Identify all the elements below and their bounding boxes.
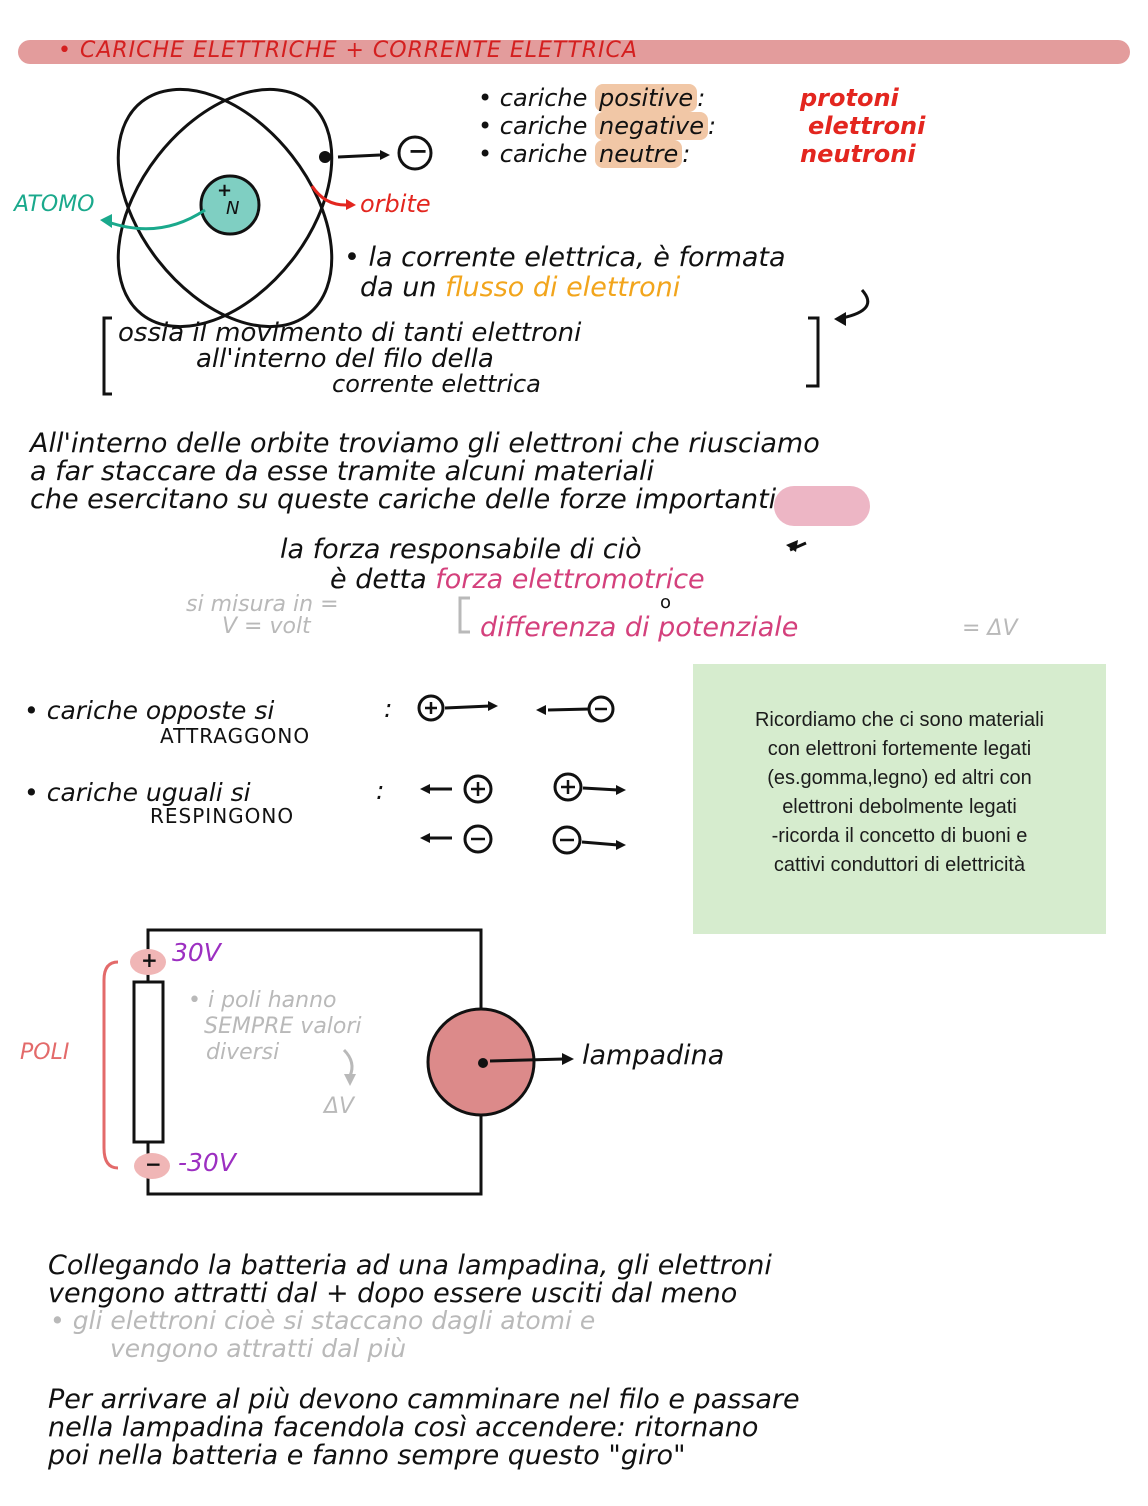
bullet: •	[478, 140, 493, 168]
electron-circle	[397, 135, 433, 171]
particle-electrons: elettroni	[808, 112, 926, 140]
atom-orbit-1	[116, 87, 334, 329]
electron-dot	[319, 151, 331, 163]
note-box-text: Ricordiamo che ci sono materiali con ele…	[693, 706, 1106, 880]
charge-kind: positive	[595, 84, 698, 112]
paragraph1-line-3: che esercitano su queste cariche delle f…	[30, 484, 777, 515]
equal-line-1: • cariche uguali si	[24, 778, 251, 807]
current-line-1: • la corrente elettrica, è formata	[344, 242, 786, 273]
charge-word: cariche	[499, 112, 588, 140]
note-line: Ricordiamo che ci sono materiali	[754, 709, 1044, 731]
battery-minus: −	[145, 1152, 162, 1176]
force-line-1: la forza responsabile di ciò	[280, 534, 642, 565]
orbit-label: orbite	[360, 190, 431, 218]
paragraph3-line-2: nella lampadina facendola così accendere…	[48, 1412, 759, 1443]
potential-difference: differenza di potenziale	[480, 612, 799, 643]
poles-note-1: • i poli hanno	[188, 988, 337, 1013]
paragraph2-grey-line-2: vengono attratti dal più	[110, 1334, 407, 1363]
circuit-diagram	[102, 928, 574, 1196]
colon: :	[708, 112, 717, 140]
paragraph2-line-1: Collegando la batteria ad una lampadina,…	[48, 1250, 772, 1281]
current-flow-highlight: flusso di elettroni	[445, 272, 681, 303]
opposite-colon: :	[384, 694, 393, 723]
repel-diagram	[420, 772, 626, 855]
attract-diagram	[417, 694, 615, 723]
poles-label: POLI	[20, 1040, 70, 1065]
charge-negative-row: • cariche negative:	[478, 112, 716, 140]
electron-sign: −	[408, 137, 429, 165]
note-line: con elettroni fortemente legati	[767, 738, 1032, 760]
note-box	[693, 664, 1106, 934]
top-voltage: 30V	[172, 938, 221, 967]
paragraph2-grey-line-1: • gli elettroni cioè si staccano dagli a…	[50, 1306, 596, 1335]
current-line-2: da un flusso di elettroni	[360, 272, 680, 303]
colon: :	[682, 140, 691, 168]
current-line-2-start: da un	[360, 272, 437, 303]
force-line-2: è detta forza elettromotrice	[330, 564, 705, 595]
forze-highlight	[774, 486, 870, 526]
equal-line-2: RESPINGONO	[150, 804, 295, 828]
battery-plus: +	[141, 948, 158, 972]
bullet: •	[478, 84, 493, 112]
equal-colon: :	[376, 776, 385, 805]
bullet: •	[478, 112, 493, 140]
charge-kind: negative	[595, 112, 709, 140]
colon: :	[697, 84, 706, 112]
note-line: cattivi conduttori di elettricità	[773, 854, 1026, 876]
paragraph2-line-2: vengono attratti dal + dopo essere uscit…	[48, 1278, 738, 1309]
atom-label: ATOMO	[14, 192, 95, 217]
delta-v-label: = ΔV	[962, 616, 1018, 641]
poles-note-2: SEMPRE valori	[204, 1014, 362, 1039]
force-line-2-start: è detta	[330, 564, 427, 595]
nucleus-plus: +	[217, 180, 233, 201]
note-line: (es.gomma,legno) ed altri con	[767, 767, 1032, 789]
bulb-label: lampadina	[582, 1040, 725, 1071]
paragraph1-line-2: a far staccare da esse tramite alcuni ma…	[30, 456, 655, 487]
page-title: • CARICHE ELETTRICHE + CORRENTE ELETTRIC…	[58, 38, 638, 63]
measure-line-1: si misura in =	[186, 592, 339, 617]
or-mark: o	[660, 592, 672, 613]
title-highlight-bar	[18, 40, 1130, 64]
bracket-line-2: all'interno del filo della	[196, 344, 494, 374]
paragraph1-line-1: All'interno delle orbite troviamo gli el…	[30, 428, 820, 459]
particle-protons: protoni	[800, 84, 899, 112]
atom-nucleus	[199, 174, 261, 236]
measure-line-2: V = volt	[222, 614, 311, 639]
note-line: elettroni debolmente legati	[782, 796, 1017, 818]
bracket-line-3: corrente elettrica	[332, 370, 541, 398]
charge-positive-row: • cariche positive:	[478, 84, 705, 112]
charge-word: cariche	[499, 84, 588, 112]
paragraph3-line-3: poi nella batteria e fanno sempre questo…	[48, 1440, 686, 1471]
charge-neutral-row: • cariche neutre:	[478, 140, 690, 168]
note-line: -ricorda il concetto di buoni e	[771, 825, 1028, 847]
opposite-line-1: • cariche opposte si	[24, 696, 275, 725]
poles-note-3: diversi	[206, 1040, 280, 1065]
charge-kind: neutre	[595, 140, 683, 168]
particle-neutrons: neutroni	[800, 140, 916, 168]
bracket-line-1: ossia il movimento di tanti elettroni	[118, 318, 582, 348]
nucleus-n: N	[226, 198, 240, 219]
bottom-voltage: -30V	[178, 1148, 236, 1177]
emf-highlight: forza elettromotrice	[435, 564, 705, 595]
circuit-delta-v: ΔV	[324, 1094, 355, 1119]
atom-orbit-2	[116, 87, 334, 329]
opposite-line-2: ATTRAGGONO	[160, 724, 311, 748]
paragraph3-line-1: Per arrivare al più devono camminare nel…	[48, 1384, 800, 1415]
charge-word: cariche	[499, 140, 588, 168]
